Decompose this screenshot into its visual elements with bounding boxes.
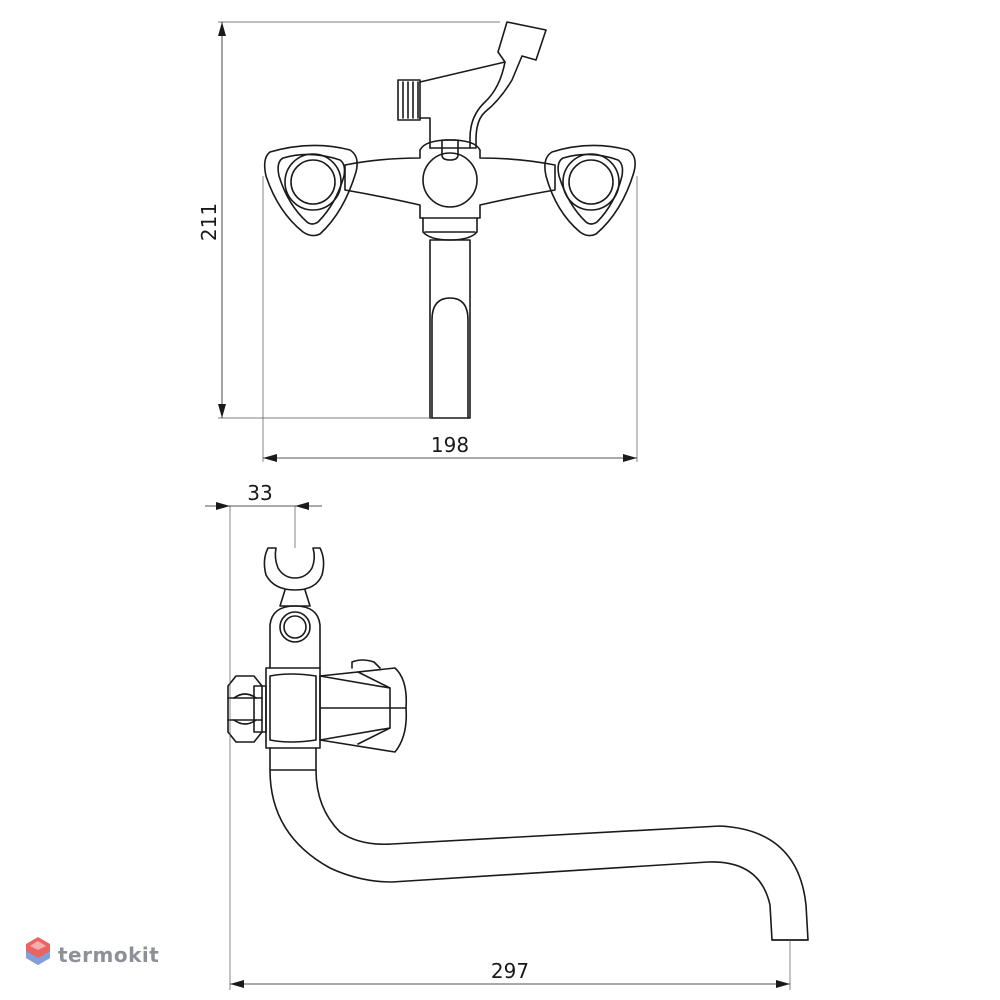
front-view: 211 198 bbox=[197, 21, 638, 462]
shower-holder-side bbox=[263, 547, 325, 669]
mixer-body-side bbox=[265, 659, 381, 749]
height-dimension: 211 bbox=[197, 22, 226, 418]
brand-watermark: termokit bbox=[26, 937, 159, 967]
mixer-body-front bbox=[344, 139, 556, 219]
handle-side bbox=[319, 667, 408, 753]
length-dimension: 297 bbox=[230, 959, 790, 988]
height-dimension-label: 211 bbox=[197, 203, 221, 241]
offset-dimension: 33 bbox=[205, 481, 322, 510]
brand-watermark-text: termokit bbox=[58, 943, 159, 967]
spout-side bbox=[269, 747, 809, 941]
right-handle-front bbox=[544, 144, 636, 237]
shower-holder-front bbox=[397, 21, 547, 149]
left-handle-front bbox=[263, 144, 358, 237]
hex-nut bbox=[227, 675, 267, 743]
width-dimension: 198 bbox=[263, 433, 637, 462]
spout-front bbox=[422, 217, 478, 419]
length-dimension-label: 297 bbox=[491, 959, 529, 983]
termokit-logo-icon bbox=[26, 937, 50, 965]
offset-dimension-label: 33 bbox=[247, 481, 272, 505]
width-dimension-label: 198 bbox=[431, 433, 469, 457]
side-view: 33 297 bbox=[205, 481, 809, 990]
